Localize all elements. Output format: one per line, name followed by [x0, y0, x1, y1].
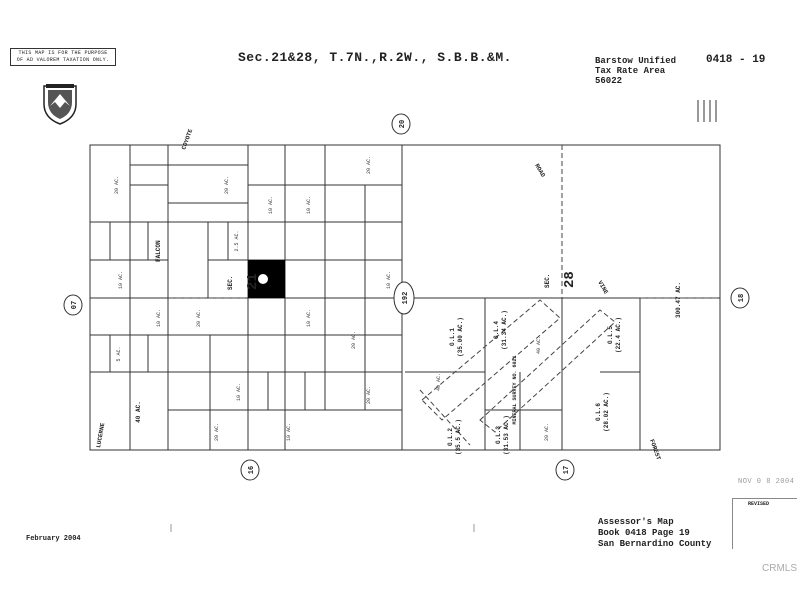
gov-lot-5-name: G.L.5: [607, 326, 614, 344]
disclaimer-line-2: OF AD VALOREM TAXATION ONLY.: [16, 57, 110, 63]
parcel-label: 20 AC.: [224, 176, 230, 194]
page-ref-right: 18: [738, 294, 746, 302]
page-ref-circle-bottom-left: [240, 459, 260, 481]
road-label-road: ROAD: [533, 163, 546, 179]
parcel-label: 2.5 AC.: [234, 230, 240, 251]
school-district: Barstow Unified: [595, 56, 677, 66]
parcel-label: 20 AC.: [114, 176, 120, 194]
gov-lot-2-acres: (35.5 AC.): [455, 419, 462, 455]
parcel-label: 10 AC.: [386, 271, 392, 289]
page-code: 0418 - 19: [706, 54, 766, 66]
road-label-vine: VINE: [596, 280, 609, 296]
road-label-coyote: COYOTE: [180, 128, 194, 151]
gov-lot-1-name: G.L.1: [449, 328, 456, 346]
mineral-survey-parcel: [421, 299, 561, 421]
parcel-label: 40 AC.: [436, 373, 442, 391]
road-label-lucerne: LUCERNE: [95, 422, 106, 448]
parcel-label: 10 AC.: [286, 423, 292, 441]
gov-lot-3-name: G.L.3: [495, 426, 502, 444]
section-number-21: 21: [245, 273, 261, 290]
gov-lot-2-name: G.L.2: [447, 428, 454, 446]
parcel-label: 10 AC.: [268, 196, 274, 214]
section-number-28: 28: [562, 271, 578, 288]
left-parcel-acres: 40 AC.: [135, 401, 142, 423]
county-name: San Bernardino County: [598, 539, 712, 549]
book-page: Book 0418 Page 19: [598, 528, 690, 538]
page-ref-top: 20: [399, 120, 407, 128]
parcel-label: 10 AC.: [156, 309, 162, 327]
assessor-block: Assessor's Map Book 0418 Page 19 San Ber…: [598, 517, 711, 550]
revised-box: [732, 498, 797, 549]
map-title: Sec.21&28, T.7N.,R.2W., S.B.B.&M.: [238, 50, 512, 65]
assessor-title: Assessor's Map: [598, 517, 674, 527]
page-ref-circle-left: [63, 294, 83, 316]
section-prefix-28: SEC.: [544, 274, 551, 288]
parcel-label: 10 AC.: [118, 271, 124, 289]
parcel-label: 5 AC.: [116, 346, 122, 361]
revised-label: REVISED: [748, 501, 770, 507]
gov-lot-6-name: G.L.6: [595, 403, 602, 421]
page-ref-circle-bottom-right: [555, 459, 575, 481]
road-192-badge: [393, 281, 415, 315]
disclaimer-box: THIS MAP IS FOR THE PURPOSE OF AD VALORE…: [10, 48, 116, 66]
page-ref-left: 07: [71, 301, 79, 309]
parcel-label: 10 AC.: [306, 196, 312, 214]
disclaimer-line-1: THIS MAP IS FOR THE PURPOSE: [18, 50, 108, 56]
filled-parcel-marker: [258, 274, 268, 284]
watermark: CRMLS: [762, 563, 798, 574]
county-seal-icon: [43, 84, 77, 125]
gov-lot-1-acres: (35.00 AC.): [457, 317, 464, 357]
tax-rate-area-label: Tax Rate Area: [595, 66, 666, 76]
parcel-label: 20 AC.: [366, 156, 372, 174]
road-192-label: 192: [402, 292, 410, 305]
parcel-label: 20 AC.: [351, 331, 357, 349]
parcel-label: 20 AC.: [544, 423, 550, 441]
gov-lot-3-acres: (31.53 AC.): [503, 415, 510, 455]
page-ref-circle-right: [730, 287, 750, 309]
tax-rate-area: 56022: [595, 76, 623, 86]
gov-lot-5-acres: (22.4 AC.): [615, 317, 622, 353]
parcel-label: 10 AC.: [236, 383, 242, 401]
date-stamp: NOV 0 8 2004: [738, 478, 795, 486]
page-ref-bottom-left: 16: [248, 466, 256, 474]
scale-bar-icon: [697, 100, 717, 122]
page-ref-circle-top: [391, 113, 411, 135]
road-label-falcon: FALCON: [155, 240, 162, 262]
section-prefix-21: SEC.: [227, 276, 234, 290]
tax-info: Barstow Unified Tax Rate Area 56022: [595, 56, 676, 86]
parcel-label: 40 AC.: [536, 336, 542, 354]
map-date: February 2004: [26, 535, 81, 543]
parcel-label: 20 AC.: [366, 386, 372, 404]
parcel-label: 20 AC.: [196, 309, 202, 327]
gov-lot-4-acres: (31.34 AC.): [501, 310, 508, 350]
gov-lot-4-name: G.L.4: [493, 321, 500, 339]
page-ref-bottom-right: 17: [563, 466, 571, 474]
mineral-survey-label: MINERAL SURVEY NO. 6021: [512, 355, 518, 424]
gov-lot-6-acres: (28.02 AC.): [603, 392, 610, 432]
parcel-label: 10 AC.: [306, 309, 312, 327]
big-parcel-acres: 300.47 AC.: [675, 282, 682, 318]
parcel-label: 20 AC.: [214, 423, 220, 441]
